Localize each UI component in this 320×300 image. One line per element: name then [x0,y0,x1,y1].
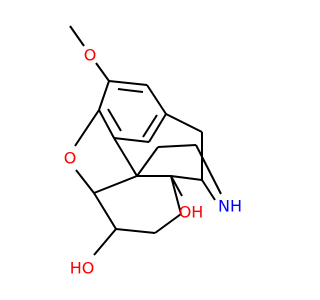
structure-canvas: O O HO OH NH [63,25,242,278]
amine-nitrogen-label: NH [218,197,242,216]
bond-furan-o-c5 [75,169,95,194]
bond-c9-c14 [170,175,203,181]
bond-c6-ho [93,228,117,256]
bond-methyl-o [69,25,85,47]
bond-c8-c14 [170,175,182,215]
bond-c11-c10 [165,113,203,133]
molecule-drawing: O O HO OH NH [64,25,242,278]
bond-ring-5 [98,109,115,139]
bond-c15-c16 [157,144,197,148]
bond-c7-c8 [154,213,182,234]
bond-c5-c13 [93,175,138,194]
bond-c9-n [201,179,216,201]
left-hydroxyl-label: HO [70,259,95,278]
bond-ring-3-inner [142,114,158,138]
bond-ring-4 [113,137,150,143]
bond-o-c3 [95,62,110,82]
methoxy-oxygen-label: O [84,46,97,65]
right-hydroxyl-label: OH [179,203,204,222]
bond-ring-1 [108,80,148,86]
bond-c13-ring [113,137,138,177]
bond-c4-furan-o [74,109,100,147]
bond-c13-c15 [136,146,159,177]
bond-ring-3 [148,113,167,143]
bond-c16-n [195,144,222,195]
bond-ring-6 [98,80,110,111]
bond-c5-c6 [93,192,117,230]
furan-oxygen-label: O [64,149,77,168]
bond-ring-2 [146,84,167,115]
bond-ring-1-inner [117,88,144,93]
bond-c14-oh [170,175,183,197]
bond-ring-5-inner [107,108,122,132]
bond-c6-c7 [115,228,156,234]
